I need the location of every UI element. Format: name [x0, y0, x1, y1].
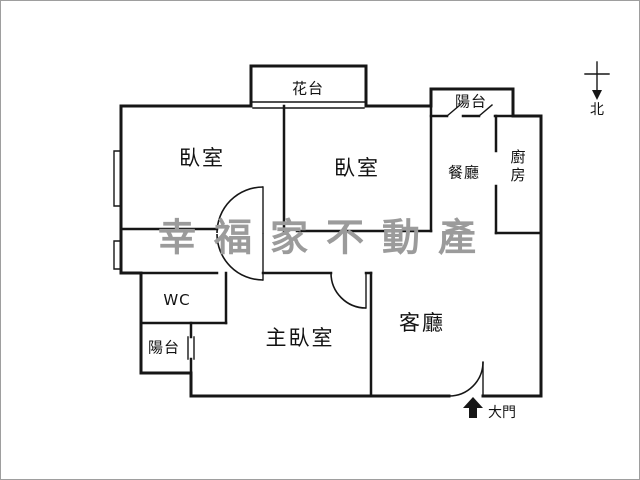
entrance-label: 大門	[488, 405, 516, 421]
room-label-bedroom-mid: 臥室	[334, 156, 380, 180]
interior-walls	[119, 104, 543, 398]
entrance-arrow-icon	[463, 397, 483, 418]
door-swing-arcs	[216, 186, 484, 397]
room-label-kitchen: 廚房	[508, 149, 527, 185]
room-label-master-bedroom: 主臥室	[265, 326, 335, 350]
room-label-bedroom-left: 臥室	[179, 146, 225, 170]
north-label: 北	[590, 102, 604, 118]
room-label-living: 客廳	[399, 311, 445, 335]
room-label-dining: 餐廳	[447, 163, 481, 182]
outer-walls	[119, 64, 543, 398]
window-marks	[113, 101, 365, 270]
room-label-flower-bed: 花台	[291, 79, 325, 98]
room-label-balcony-bottom: 陽台	[147, 338, 181, 357]
agency-watermark: 幸福家不動產	[157, 215, 495, 260]
room-label-wc: WC	[163, 291, 191, 309]
north-compass-icon	[584, 61, 610, 100]
room-label-balcony-top: 陽台	[454, 92, 488, 111]
